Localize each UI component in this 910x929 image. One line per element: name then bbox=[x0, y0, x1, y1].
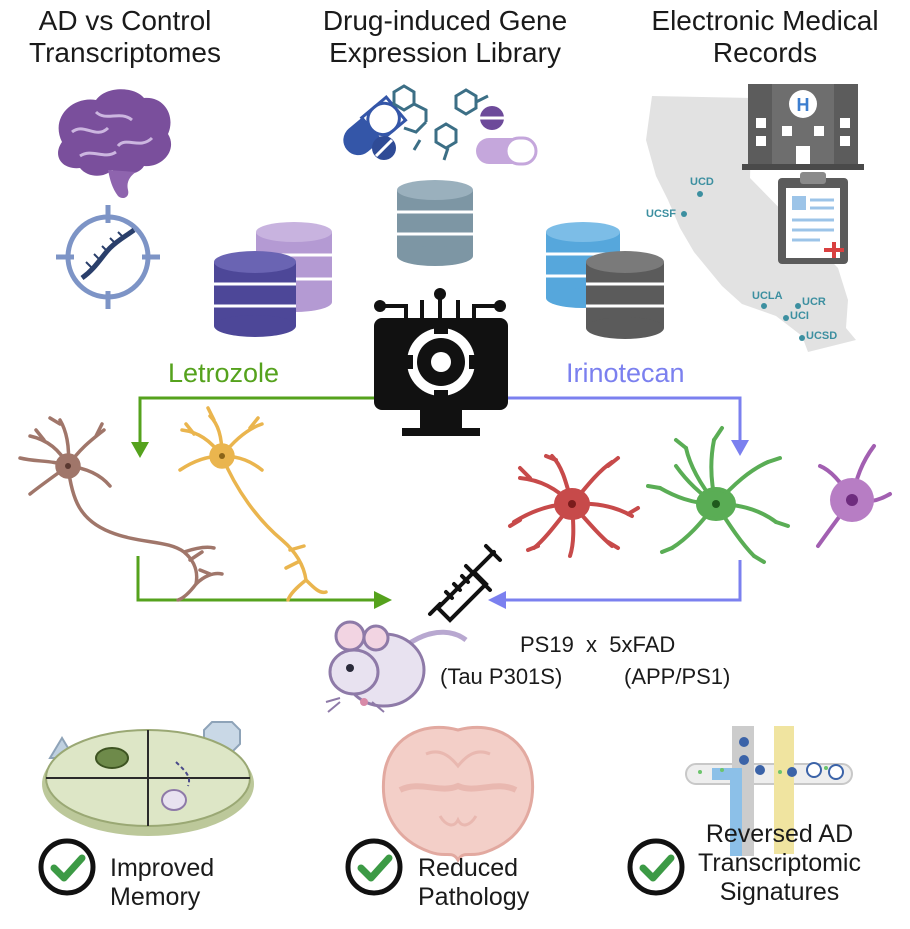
mouse-icon bbox=[325, 620, 468, 713]
map-label-uci: UCI bbox=[790, 310, 809, 322]
rna-target-icon bbox=[56, 205, 160, 309]
header-emr-line2: Records bbox=[712, 37, 818, 69]
mouse-app-label: (APP/PS1) bbox=[624, 664, 731, 689]
neuron-brown-icon bbox=[18, 416, 224, 602]
astrocyte-red-icon bbox=[508, 454, 640, 558]
header-drug-library-line1: Drug-induced Gene bbox=[322, 5, 568, 36]
water-maze-icon bbox=[42, 721, 254, 836]
outcome-memory-line2: Memory bbox=[110, 882, 201, 911]
molecule-icon bbox=[392, 84, 489, 161]
syringe-icon bbox=[428, 544, 502, 623]
pill-round-icon bbox=[480, 106, 504, 130]
map-label-ucr: UCR bbox=[802, 296, 826, 308]
header-drug-library: Drug-induced Gene Expression Library bbox=[300, 5, 590, 69]
pill-tablet-icon bbox=[372, 136, 396, 160]
map-label-ucsf: UCSF bbox=[646, 208, 676, 220]
header-transcriptomes: AD vs Control Transcriptomes bbox=[0, 5, 250, 69]
database-icon-left-front bbox=[214, 251, 296, 337]
mouse-cross-label: PS19 x 5xFAD bbox=[520, 632, 676, 657]
header-drug-library-line2: Expression Library bbox=[329, 37, 561, 69]
brain-slice-icon bbox=[381, 725, 535, 863]
database-icon-center bbox=[397, 180, 473, 266]
map-label-ucsd: UCSD bbox=[806, 330, 838, 342]
computer-gear-icon bbox=[374, 288, 508, 436]
oligodendrocyte-purple-icon bbox=[816, 444, 892, 548]
microglia-green-icon bbox=[646, 426, 790, 564]
outcome-transcriptomic-line2: Transcriptomic bbox=[698, 848, 861, 877]
map-label-ucla: UCLA bbox=[752, 290, 783, 302]
outcome-transcriptomic-line3: Signatures bbox=[719, 877, 840, 906]
brain-icon bbox=[58, 89, 172, 198]
letrozole-arrow-top bbox=[131, 396, 374, 458]
map-label-ucd: UCD bbox=[690, 176, 714, 188]
drug-label-irinotecan: Irinotecan bbox=[566, 358, 685, 388]
check-icon-transcriptomic bbox=[627, 838, 685, 896]
irinotecan-arrow-bottom bbox=[488, 560, 742, 609]
pill-capsule-purple-icon bbox=[476, 136, 538, 166]
hospital-icon: H bbox=[742, 84, 864, 170]
outcome-transcriptomic-line1: Reversed AD bbox=[705, 820, 854, 848]
outcome-memory: Improved Memory bbox=[110, 854, 214, 912]
neuron-yellow-icon bbox=[178, 406, 328, 602]
sequencing-chip-icon bbox=[685, 726, 853, 856]
header-emr-line1: Electronic Medical bbox=[651, 5, 879, 36]
outcome-memory-line1: Improved bbox=[110, 854, 215, 882]
clipboard-icon bbox=[778, 172, 848, 264]
mouse-tau-label: (Tau P301S) bbox=[440, 664, 563, 689]
outcome-pathology-line2: Pathology bbox=[418, 882, 530, 911]
check-icon-memory bbox=[38, 838, 96, 896]
outcome-pathology: Reduced Pathology bbox=[418, 854, 529, 912]
pill-capsule-icon bbox=[343, 95, 408, 156]
header-transcriptomes-line2: Transcriptomes bbox=[29, 37, 221, 69]
outcome-pathology-line1: Reduced bbox=[418, 854, 519, 882]
map-site-markers bbox=[681, 191, 805, 341]
database-icon-right-front bbox=[586, 251, 664, 339]
outcome-transcriptomic: Reversed AD Transcriptomic Signatures bbox=[698, 820, 861, 906]
header-emr: Electronic Medical Records bbox=[630, 5, 900, 69]
drug-label-letrozole: Letrozole bbox=[168, 358, 280, 388]
letrozole-arrow-bottom bbox=[136, 556, 392, 609]
california-map bbox=[646, 96, 856, 352]
check-icon-pathology bbox=[345, 838, 403, 896]
header-transcriptomes-line1: AD vs Control bbox=[38, 5, 212, 36]
svg-text:H: H bbox=[797, 95, 810, 115]
irinotecan-arrow-top bbox=[508, 396, 749, 456]
